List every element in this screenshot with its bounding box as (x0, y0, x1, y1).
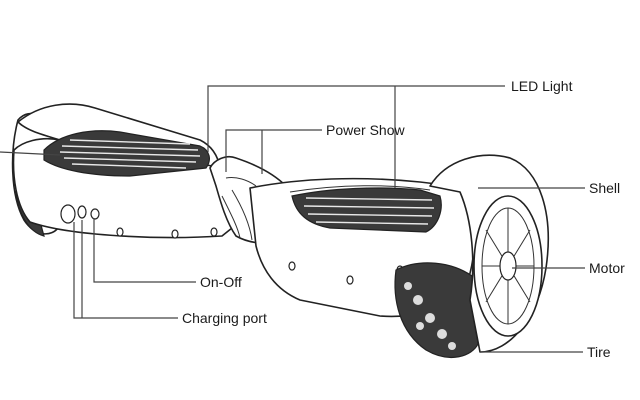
side-hole-1 (90, 208, 100, 220)
side-dot-1 (116, 227, 124, 237)
leader-led-light (207, 85, 505, 152)
label-on-off: On-Off (200, 274, 242, 290)
side-dot-4 (288, 261, 296, 271)
label-motor: Motor (589, 260, 625, 276)
leader-on-off (93, 218, 196, 283)
tire-tread (404, 282, 456, 350)
side-dot-5 (346, 275, 354, 285)
label-charging-port: Charging port (182, 310, 267, 326)
power-show-indicator (225, 177, 257, 187)
label-power-show: Power Show (326, 122, 405, 138)
right-pad-grooves (303, 197, 435, 225)
right-body (249, 154, 549, 358)
side-dot-2 (171, 229, 179, 239)
left-body (11, 103, 235, 239)
leader-lines (0, 85, 585, 353)
label-shell: Shell (589, 180, 620, 196)
right-tire (394, 262, 479, 358)
side-dot-3 (210, 227, 218, 237)
label-tire: Tire (587, 344, 611, 360)
leader-left-stub (0, 151, 61, 156)
leader-power-show (225, 129, 322, 172)
left-pad-grooves (59, 139, 201, 169)
motor-spokes (481, 207, 535, 325)
leader-charging-port (73, 222, 178, 319)
on-off-button[interactable] (60, 204, 76, 224)
label-led-light: LED Light (511, 78, 573, 94)
charging-port-hole[interactable] (77, 205, 87, 219)
